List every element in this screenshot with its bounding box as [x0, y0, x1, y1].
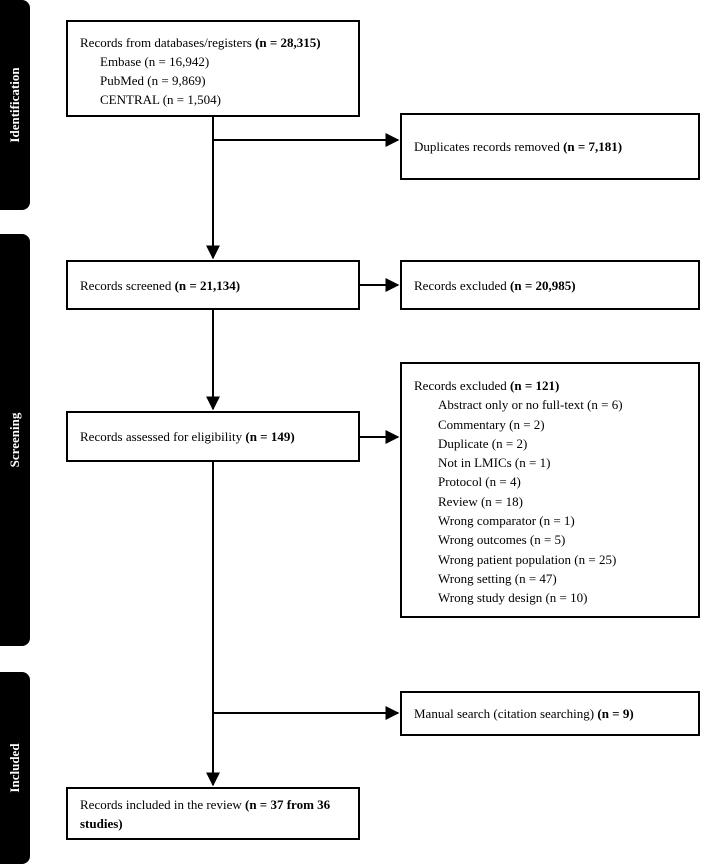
reason-item: Protocol (n = 4) — [438, 474, 521, 490]
duplicates-box: Duplicates records removed (n = 7,181) — [400, 113, 700, 180]
identification-box: Records from databases/registers (n = 28… — [66, 20, 360, 117]
phase-identification-bar: Identification — [0, 0, 30, 210]
reason-item: Review (n = 18) — [438, 493, 523, 509]
phase-included-bar: Included — [0, 672, 30, 864]
eligibility-box: Records assessed for eligibility (n = 14… — [66, 411, 360, 462]
excluded-reasons-box: Records excluded (n = 121) Abstract only… — [400, 362, 700, 618]
reason-item: Wrong patient population (n = 25) — [438, 551, 617, 567]
source-central: CENTRAL (n = 1,504) — [100, 92, 221, 107]
reason-item: Wrong setting (n = 47) — [438, 570, 557, 586]
reason-item: Wrong comparator (n = 1) — [438, 513, 575, 529]
manual-search-box: Manual search (citation searching) (n = … — [400, 691, 700, 736]
phase-screening-bar: Screening — [0, 234, 30, 646]
reason-item: Wrong study design (n = 10) — [438, 590, 588, 606]
reason-item: Commentary (n = 2) — [438, 416, 545, 432]
identification-title: Records from databases/registers (n = 28… — [80, 35, 321, 50]
source-pubmed: PubMed (n = 9,869) — [100, 73, 206, 88]
reason-item: Duplicate (n = 2) — [438, 435, 528, 451]
reason-item: Not in LMICs (n = 1) — [438, 455, 551, 471]
screened-box: Records screened (n = 21,134) — [66, 260, 360, 310]
included-box: Records included in the review (n = 37 f… — [66, 787, 360, 840]
excluded-reasons-title: Records excluded (n = 121) — [414, 378, 560, 393]
reason-item: Wrong outcomes (n = 5) — [438, 532, 566, 548]
reason-item: Abstract only or no full-text (n = 6) — [438, 397, 623, 413]
excluded-box: Records excluded (n = 20,985) — [400, 260, 700, 310]
source-embase: Embase (n = 16,942) — [100, 54, 210, 69]
